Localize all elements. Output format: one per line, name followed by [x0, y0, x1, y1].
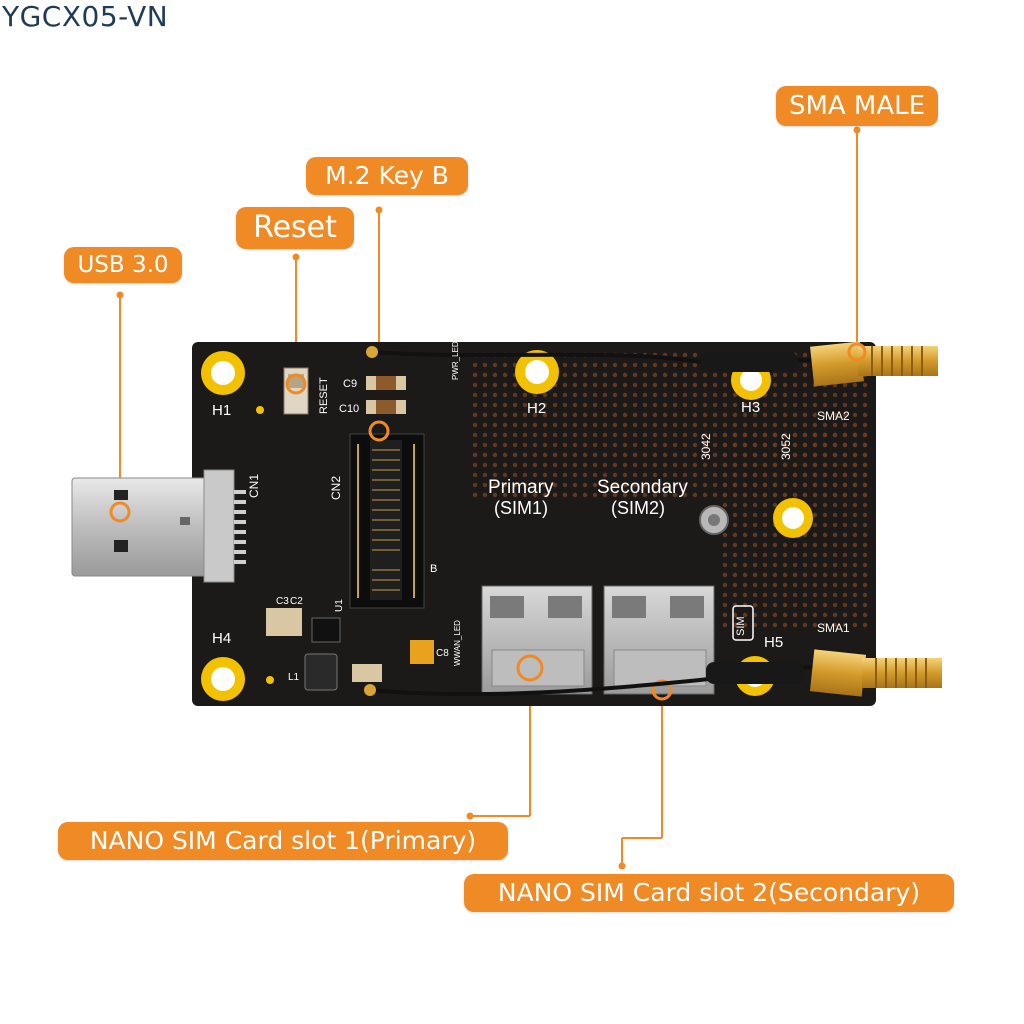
label-sim: SIM	[735, 616, 747, 636]
label-l1: L1	[288, 672, 300, 683]
callout-m2-key-b: M.2 Key B	[306, 157, 468, 195]
silkscreen-labels: H1 H2 H3 H4 H5 CN1 CN2 RESET C9 C10 SMA2…	[212, 341, 850, 683]
label-h3: H3	[741, 399, 760, 416]
callout-sim-slot-1: NANO SIM Card slot 1(Primary)	[58, 822, 508, 860]
label-c2: C2	[290, 596, 303, 607]
label-3052: 3052	[779, 433, 793, 460]
callout-usb3: USB 3.0	[64, 247, 182, 283]
capacitors-c9-c10	[366, 376, 406, 414]
usb-plug	[71, 469, 246, 583]
label-secondary: Secondary	[597, 477, 688, 498]
label-u1: U1	[334, 599, 345, 612]
label-sma1: SMA1	[817, 621, 850, 635]
label-cn1: CN1	[247, 474, 261, 498]
label-h1: H1	[212, 402, 231, 419]
label-sim1: (SIM1)	[494, 498, 548, 518]
sma-connector-top	[810, 341, 938, 387]
callout-leader-lines	[119, 130, 858, 866]
label-c3: C3	[276, 596, 289, 607]
callout-sim-slot-2: NANO SIM Card slot 2(Secondary)	[464, 874, 954, 912]
m2-slot	[349, 420, 425, 609]
label-cn2: CN2	[329, 476, 343, 500]
label-h2: H2	[527, 400, 546, 417]
callout-sma-male: SMA MALE	[776, 86, 938, 126]
callout-leader-dots	[116, 126, 861, 870]
antenna-cables	[369, 350, 831, 697]
sim-slot-1	[481, 585, 593, 695]
sim-slot-2	[603, 585, 715, 701]
callout-reset: Reset	[236, 207, 354, 249]
power-components	[266, 608, 434, 691]
label-sma2: SMA2	[817, 409, 850, 423]
label-c9: C9	[343, 378, 357, 390]
label-wwan-led: WWAN_LED	[453, 620, 462, 666]
label-3042: 3042	[699, 433, 713, 460]
label-key-b: B	[430, 563, 437, 575]
label-h5: H5	[764, 634, 783, 651]
label-c10: C10	[339, 403, 359, 415]
label-h4: H4	[212, 630, 231, 647]
label-c8: C8	[436, 648, 449, 659]
label-reset: RESET	[318, 377, 330, 414]
sma-connector-bottom	[809, 649, 942, 697]
label-sim2: (SIM2)	[611, 498, 665, 518]
label-primary: Primary	[488, 477, 554, 498]
product-model-label: YGCX05-VN	[2, 0, 169, 33]
label-pwr-led: PWR_LED	[451, 341, 460, 380]
